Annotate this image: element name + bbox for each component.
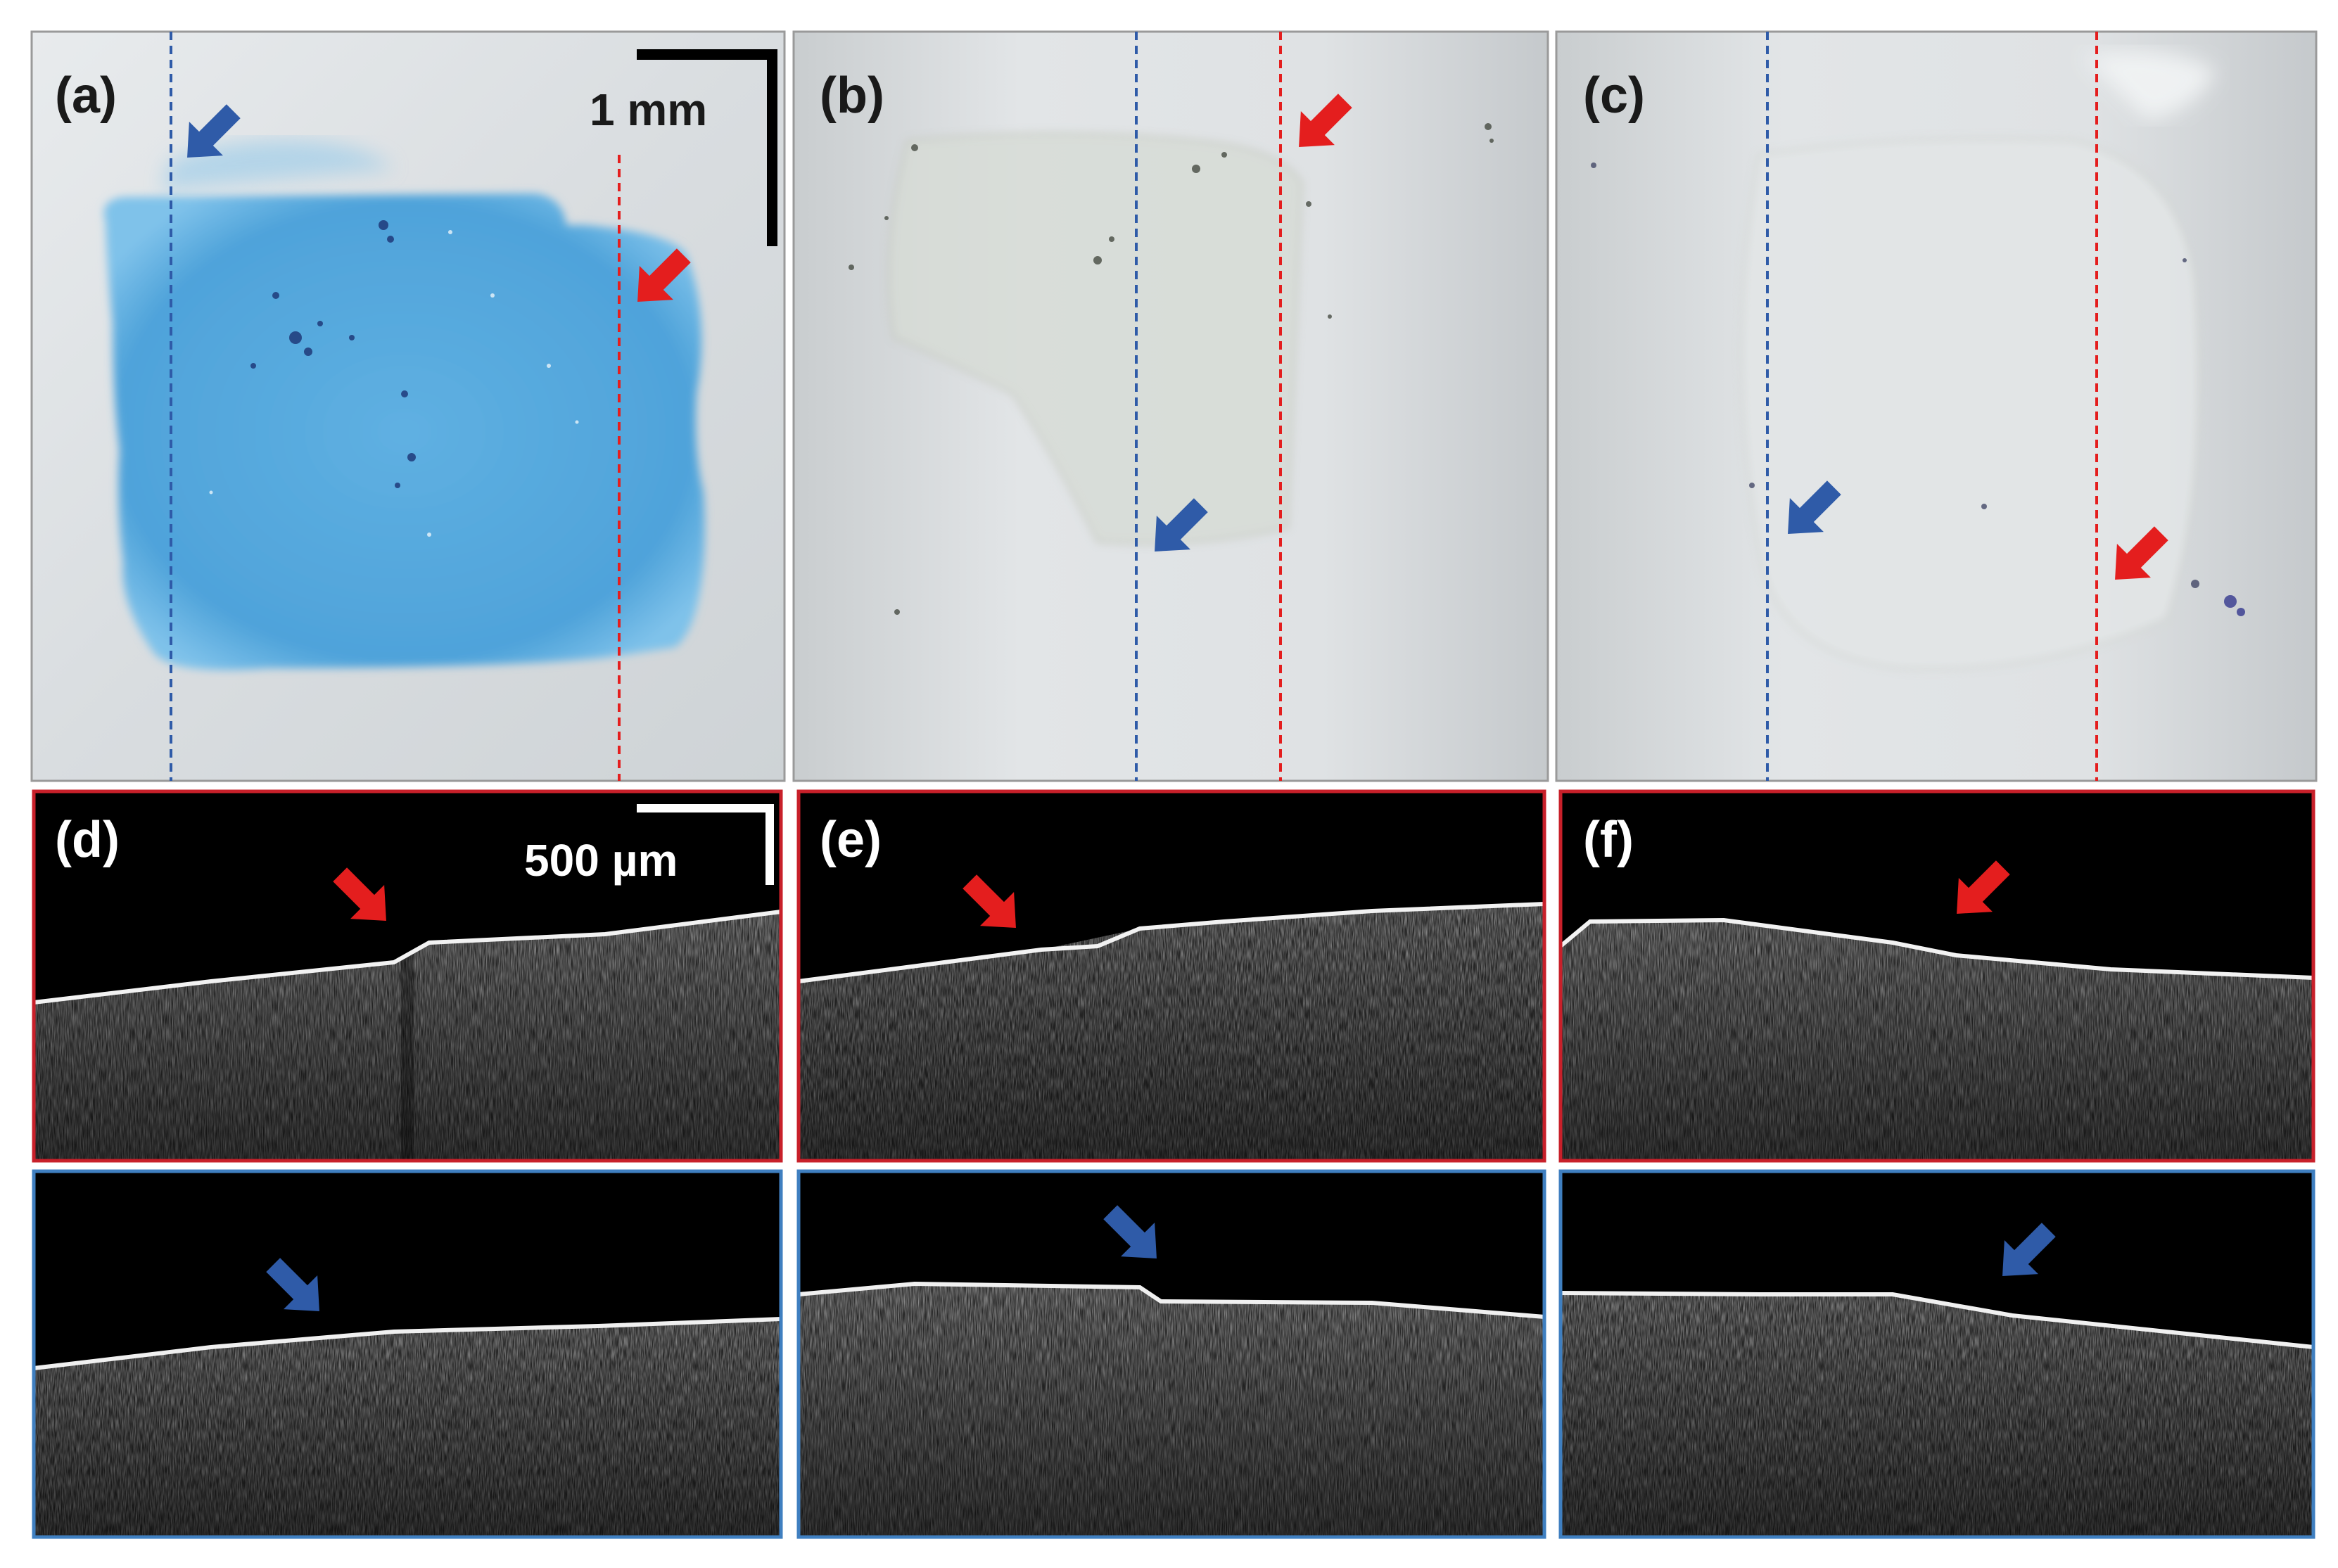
- panel-label-c: (c): [1583, 68, 1645, 124]
- red-arrow-icon: [1957, 860, 2010, 914]
- tissue-surface: [33, 1317, 782, 1370]
- oct-row-red: 500 µm (d) (e): [32, 789, 2315, 1163]
- panel-label-a: (a): [55, 68, 117, 124]
- panel-a: 1 mm (a): [30, 30, 786, 782]
- blue-arrow-icon: [1155, 498, 1208, 552]
- debris-speckles: [849, 123, 1494, 615]
- blue-arrow-icon: [187, 104, 241, 158]
- oct-panel-e-blue: [796, 1169, 1546, 1539]
- red-frame: [796, 789, 1546, 1163]
- scale-bar-label-photo: 1 mm: [590, 84, 707, 135]
- debris-speckles: [1591, 162, 2245, 616]
- blue-frame: [1558, 1169, 2315, 1539]
- red-arrow-icon: [2115, 526, 2168, 580]
- blue-frame: [32, 1169, 783, 1539]
- oct-panel-f-blue: [1558, 1169, 2315, 1539]
- tissue-surface: [33, 910, 782, 1005]
- red-frame: [32, 789, 783, 1163]
- blue-frame: [796, 1169, 1546, 1539]
- oct-panel-d-red: 500 µm (d): [32, 789, 783, 1163]
- stained-region: [103, 193, 705, 670]
- tissue-surface: [798, 902, 1545, 983]
- blue-arrow-icon: [266, 1258, 319, 1311]
- scale-bar-icon: [637, 49, 777, 246]
- panel-label-b: (b): [820, 68, 884, 124]
- panel-c: (c): [1555, 30, 2318, 782]
- faint-outline-region: [887, 132, 1303, 544]
- panel-label-d: (d): [55, 812, 120, 868]
- tissue-surface: [1559, 917, 2314, 980]
- blue-arrow-icon: [1103, 1205, 1157, 1258]
- red-arrow-icon: [637, 248, 691, 302]
- oct-panel-f-red: (f): [1558, 789, 2315, 1163]
- panel-label-e: (e): [820, 812, 882, 868]
- panel-b: (b): [792, 30, 1549, 782]
- faint-outline-region: [1740, 138, 2200, 670]
- oct-panel-d-blue: [32, 1169, 783, 1539]
- tissue-surface: [1560, 1291, 2314, 1349]
- blue-arrow-icon: [2002, 1223, 2056, 1276]
- red-frame: [1558, 789, 2315, 1163]
- stain-speckles: [250, 220, 416, 488]
- scale-bar-label-oct: 500 µm: [524, 835, 678, 886]
- red-arrow-icon: [962, 874, 1016, 928]
- tissue-surface: [798, 1281, 1545, 1319]
- red-arrow-icon: [1299, 94, 1352, 147]
- scale-bar-icon: [637, 804, 774, 885]
- red-arrow-icon: [333, 867, 386, 921]
- blue-arrow-icon: [1788, 480, 1841, 534]
- oct-row-blue: [32, 1169, 2315, 1539]
- panel-label-f: (f): [1583, 812, 1634, 868]
- oct-panel-e-red: (e): [796, 789, 1546, 1163]
